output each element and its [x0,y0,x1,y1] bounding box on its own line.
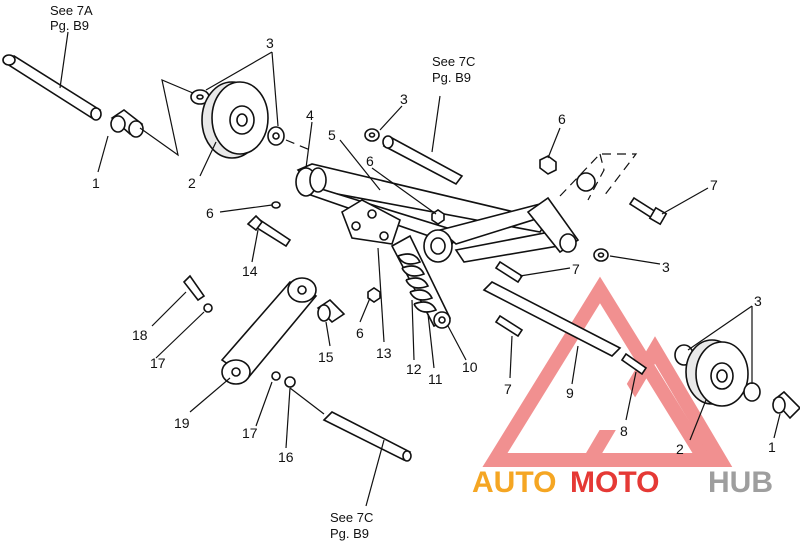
dashed-mount-outline [559,153,638,201]
svg-text:Pg. B9: Pg. B9 [432,70,471,85]
callout-12: 12 [406,361,422,377]
callout-16: 16 [278,449,294,465]
callout-7-top-right: 7 [710,177,718,193]
nut-6-top-right [539,155,557,175]
callout-17-a: 17 [150,355,166,371]
watermark-logo [482,276,733,467]
watermark-text: AUTO MOTO HUB [472,466,773,499]
callout-6-mid: 6 [366,153,374,169]
callout-13: 13 [376,345,392,361]
callout-14: 14 [242,263,258,279]
spacer-15 [316,298,346,324]
shock-spring-assembly [390,234,452,329]
idler-wheel-2-right [685,339,749,407]
svg-text:See 7C: See 7C [330,510,373,525]
nut-16 [284,376,296,388]
callout-2-right: 2 [676,441,684,457]
spacer-1-right [772,390,800,420]
callout-3-top-mid: 3 [400,91,408,107]
idler-wheel-2-left [201,81,269,159]
svg-text:See 7A: See 7A [50,3,93,18]
callout-1-right: 1 [768,439,776,455]
reference-see-7c-top: See 7C Pg. B9 [432,54,475,85]
bolt-8 [620,352,648,376]
washer-3-left-b [267,126,285,146]
torque-link-19 [220,277,318,385]
callout-19: 19 [174,415,190,431]
rear-swing-arm [295,163,580,263]
svg-text:AUTO: AUTO [472,466,556,499]
reference-see-7c-bottom: See 7C Pg. B9 [330,510,373,541]
callout-7-mid: 7 [572,261,580,277]
callout-17-b: 17 [242,425,258,441]
svg-text:HUB: HUB [708,466,773,499]
svg-text:Pg. B9: Pg. B9 [50,18,89,33]
callout-18: 18 [132,327,148,343]
leader-lines [59,31,781,507]
shaft-upper-left [2,54,102,121]
bolt-7-top-right [628,196,668,226]
nut-6-low [367,287,381,303]
callout-2-left: 2 [188,175,196,191]
callout-11: 11 [428,371,443,387]
callout-3-mid-right: 3 [662,259,670,275]
callout-4: 4 [306,107,314,123]
callout-5: 5 [328,127,336,143]
callout-7-low: 7 [504,381,512,397]
callout-6-top-right: 6 [558,111,566,127]
callout-labels: 1 2 3 3 4 5 6 6 7 3 7 6 14 6 13 12 11 10… [92,35,776,465]
washer-3-mid-right [593,248,609,262]
callout-3-right: 3 [754,293,762,309]
callout-3-top-left: 3 [266,35,274,51]
callout-6-low: 6 [356,325,364,341]
callout-1-left: 1 [92,175,100,191]
callout-6-left: 6 [206,205,214,221]
bolt-7-mid [494,260,524,284]
spacer-1-left [110,109,144,138]
washer-17-b [271,371,281,381]
washer-17-a [203,303,213,313]
shaft-upper-mid [382,135,464,186]
bolt-14 [246,214,292,248]
svg-text:Pg. B9: Pg. B9 [330,526,369,541]
bolt-18 [182,274,206,302]
shaft-lower [322,411,412,462]
washer-3-top-mid [364,128,380,142]
svg-text:See 7C: See 7C [432,54,475,69]
reference-see-7a: See 7A Pg. B9 [50,3,93,33]
callout-15: 15 [318,349,334,365]
nut-6-left [271,201,281,209]
bolt-7-low [494,314,524,338]
svg-text:MOTO: MOTO [570,466,659,499]
callout-9: 9 [566,385,574,401]
callout-10: 10 [462,359,478,375]
callout-8: 8 [620,423,628,439]
washer-3-right-b [743,382,761,402]
shaft-9 [482,281,622,357]
